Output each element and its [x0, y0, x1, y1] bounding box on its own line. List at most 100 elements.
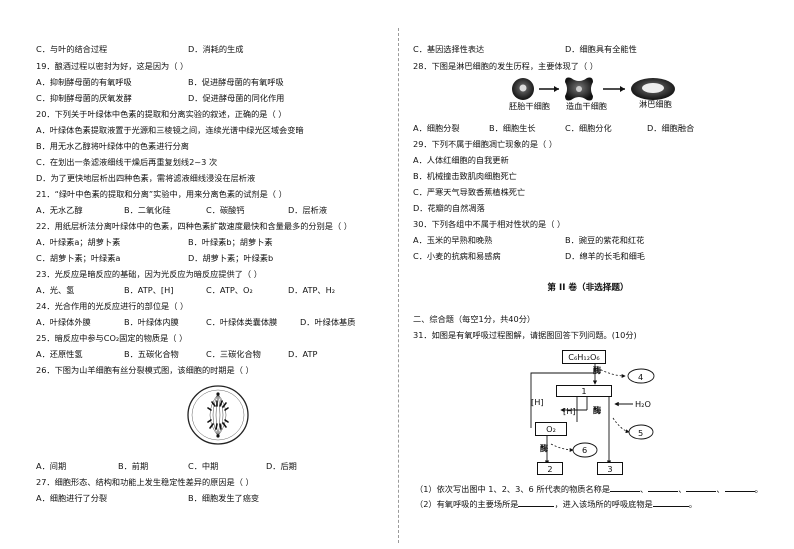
q22-stem: 22．用纸层析法分离叶绿体中的色素，四种色素扩散速度最快和含量最多的分别是（ ）	[36, 221, 352, 231]
box-3: 3	[597, 462, 623, 475]
q20-stem: 20．下列关于叶绿体中色素的提取和分离实验的叙述，正确的是（ ）	[36, 109, 287, 119]
q22-option-a: A．叶绿素a；胡萝卜素	[36, 237, 121, 247]
q28-option-d: D．细胞融合	[647, 123, 695, 133]
q29-option-c: C．严寒天气导致香蕉植株死亡	[413, 187, 526, 197]
enzyme-label-bottom: 酶	[540, 443, 549, 453]
q21-option-a: A．无水乙醇	[36, 205, 83, 215]
q28-option-c: C．细胞分化	[565, 123, 612, 133]
q20-option-b: B．用无水乙醇将叶绿体中的色素进行分离	[36, 141, 189, 151]
hydrogen-label-left: [H]	[531, 397, 544, 407]
q19-option-b: B．促进酵母菌的有氧呼吸	[188, 77, 284, 87]
q20-option-d: D．为了更快地层析出四种色素，需将滤液细线浸没在层析液	[36, 173, 256, 183]
q30-option-c: C．小麦的抗病和易感病	[413, 251, 501, 261]
q27-option-c: C．基因选择性表达	[413, 44, 485, 54]
circle-4-label: 4	[638, 372, 644, 382]
q24-stem: 24．光合作用的光反应进行的部位是（ ）	[36, 301, 189, 311]
q19-option-c: C．抑制酵母菌的厌氧发酵	[36, 93, 132, 103]
q23-option-d: D．ATP、H₂	[288, 285, 336, 295]
q22-option-d: D．胡萝卜素；叶绿素b	[188, 253, 274, 263]
answer-blank-5[interactable]	[518, 499, 555, 507]
q26-stem: 26．下图为山羊细胞有丝分裂模式图，该细胞的时期是（ ）	[36, 365, 254, 375]
q24-option-b: B．叶绿体内膜	[124, 317, 179, 327]
q26-option-a: A．间期	[36, 461, 67, 471]
q23-option-c: C．ATP、O₂	[206, 285, 253, 295]
q21-option-b: B．二氧化硅	[124, 205, 171, 215]
answer-blank-3[interactable]	[686, 484, 717, 492]
q30-option-a: A．玉米的早熟和晚熟	[413, 235, 493, 245]
answer-blank-2[interactable]	[648, 484, 679, 492]
q27-option-d: D．细胞具有全能性	[565, 44, 637, 54]
enzyme-label-right: 酶	[593, 405, 602, 415]
q25-option-b: B．五碳化合物	[124, 349, 179, 359]
q18-option-d: D．消耗的生成	[188, 44, 244, 54]
q21-stem: 21．“绿叶中色素的提取和分离”实验中，用来分离色素的试剂是（ ）	[36, 189, 287, 199]
q30-stem: 30．下列各组中不属于相对性状的是（ ）	[413, 219, 566, 229]
right-column: C．基因选择性表达 D．细胞具有全能性 28．下图是淋巴细胞的发生历程，主要体现…	[413, 0, 763, 549]
circle-5-label: 5	[638, 428, 644, 438]
q23-stem: 23．光反应是暗反应的基础，因为光反应为暗反应提供了（ ）	[36, 269, 262, 279]
q21-option-c: C．碳酸钙	[206, 205, 245, 215]
q27-option-b: B．细胞发生了癌变	[188, 493, 260, 503]
answer-blank-1[interactable]	[610, 484, 641, 492]
q31-stem: 31．如图是有氧呼吸过程图解，请据图回答下列问题。(10分)	[413, 330, 637, 340]
box-1: 1	[556, 385, 612, 397]
q26-option-d: D．后期	[266, 461, 297, 471]
q25-option-a: A．还原性氢	[36, 349, 83, 359]
q26-option-b: B．前期	[118, 461, 149, 471]
q22-option-b: B．叶绿素b；胡萝卜素	[188, 237, 273, 247]
answer-blank-6[interactable]	[652, 499, 689, 507]
q24-option-c: C．叶绿体类囊体膜	[206, 317, 278, 327]
q30-option-d: D．绵羊的长毛和细毛	[565, 251, 645, 261]
glucose-box: C₆H₁₂O₆	[562, 350, 606, 364]
q27-stem: 27．细胞形态、结构和功能上发生稳定性差异的原因是（ ）	[36, 477, 254, 487]
q28-option-a: A．细胞分裂	[413, 123, 460, 133]
q29-option-b: B．机械撞击致肌肉细胞死亡	[413, 171, 517, 181]
q24-option-d: D．叶绿体基质	[300, 317, 356, 327]
q18-option-c: C．与叶的结合过程	[36, 44, 108, 54]
q31-subquestion-2-text-b: ，进入该场所的呼吸底物是	[554, 499, 653, 509]
q31-subquestion-1-text: （1）依次写出图中 1、2、3、6 所代表的物质名称是	[415, 484, 611, 494]
q19-option-a: A．抑制酵母菌的有氧呼吸	[36, 77, 132, 87]
q26-option-c: C．中期	[188, 461, 219, 471]
water-label: H₂O	[635, 399, 651, 409]
q29-stem: 29．下列不属于细胞凋亡现象的是（ ）	[413, 139, 558, 149]
hematopoietic-stem-cell-label: 造血干细胞	[566, 101, 607, 111]
hydrogen-label-mid: [H]	[563, 406, 576, 416]
q25-option-d: D．ATP	[288, 349, 318, 359]
q29-option-d: D．花瓣的自然凋落	[413, 203, 485, 213]
enzyme-label-top: 酶	[593, 365, 602, 375]
q19-option-d: D．促进酵母菌的同化作用	[188, 93, 285, 103]
q25-stem: 25．暗反应中参与CO₂固定的物质是（ ）	[36, 333, 188, 343]
q23-option-b: B．ATP、[H]	[124, 285, 174, 295]
q30-option-b: B．豌豆的紫花和红花	[565, 235, 645, 245]
q25-option-c: C．三碳化合物	[206, 349, 261, 359]
q31-subquestion-2-text-a: （2）有氧呼吸的主要场所是	[415, 499, 519, 509]
embryonic-stem-cell-label: 胚胎干细胞	[509, 101, 550, 111]
circle-6-label: 6	[582, 445, 588, 455]
part-two-heading: 二、综合题（每空1分，共40分）	[413, 314, 536, 324]
q27-option-a: A．细胞进行了分裂	[36, 493, 108, 503]
mitosis-cell-figure	[187, 385, 249, 445]
q20-option-c: C．在划出一条滤液细线干燥后再重复划线2~3 次	[36, 157, 218, 167]
q22-option-c: C．胡萝卜素；叶绿素a	[36, 253, 121, 263]
q31-subquestion-1: （1）依次写出图中 1、2、3、6 所代表的物质名称是、、、。	[415, 484, 763, 494]
q24-option-a: A．叶绿体外膜	[36, 317, 91, 327]
column-divider	[398, 28, 399, 543]
q28-stem: 28．下图是淋巴细胞的发生历程，主要体现了（ ）	[413, 61, 598, 71]
q19-stem: 19．酿酒过程以密封为好，这是因为（ ）	[36, 61, 189, 71]
q31-subquestion-2: （2）有氧呼吸的主要场所是，进入该场所的呼吸底物是。	[415, 499, 697, 509]
lymphocyte-development-figure	[512, 77, 675, 101]
q21-option-d: D．层析液	[288, 205, 328, 215]
q23-option-a: A．光、氢	[36, 285, 75, 295]
q29-option-a: A．人体红细胞的自我更新	[413, 155, 509, 165]
lymphocyte-label: 淋巴细胞	[639, 99, 672, 109]
respiration-diagram-lines	[530, 360, 655, 465]
answer-blank-4[interactable]	[724, 484, 755, 492]
oxygen-box: O₂	[535, 422, 567, 436]
box-2: 2	[537, 462, 563, 475]
q28-option-b: B．细胞生长	[489, 123, 536, 133]
q20-option-a: A．叶绿体色素提取液置于光源和三棱镜之间，连续光谱中绿光区域会变暗	[36, 125, 304, 135]
left-column: C．与叶的结合过程 D．消耗的生成 19．酿酒过程以密封为好，这是因为（ ） A…	[36, 0, 384, 549]
section-ii-title: 第 II 卷（非选择题）	[547, 283, 629, 293]
